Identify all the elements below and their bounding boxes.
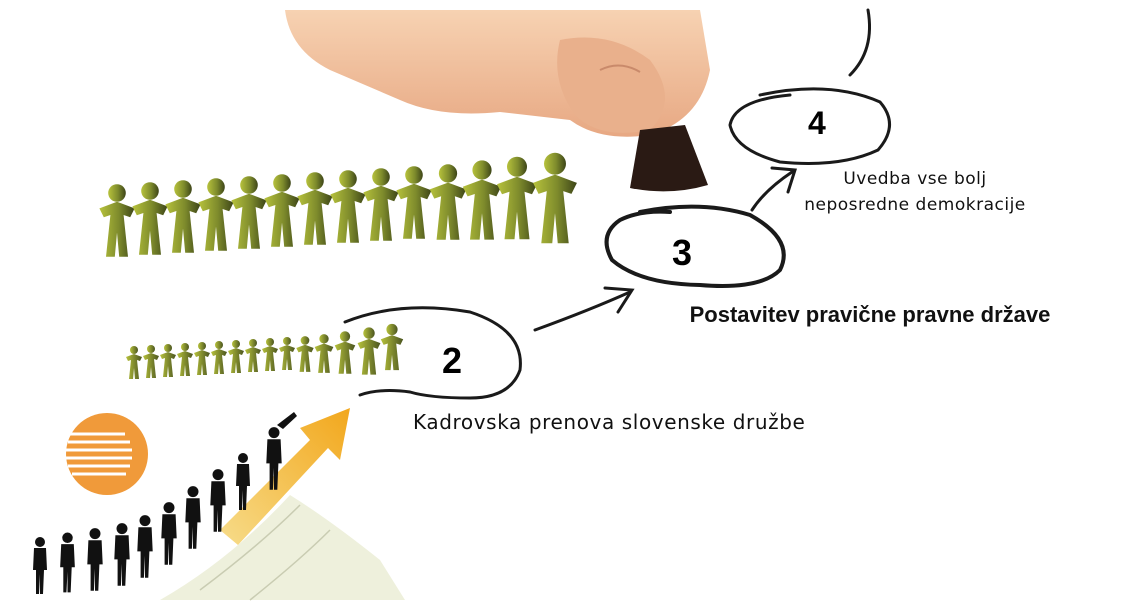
step-4-number: 4 <box>808 105 826 142</box>
step-2-label: Kadrovska prenova slovenske družbe <box>413 410 805 434</box>
hand-illustration <box>285 10 710 137</box>
step-3-circle <box>607 207 784 286</box>
arrow-3-to-4 <box>752 172 792 210</box>
people-chain-small <box>126 324 403 379</box>
pin-icon <box>630 125 708 191</box>
sun-logo-icon <box>66 413 148 495</box>
arrow-2-to-3 <box>535 292 630 330</box>
step-3-label: Postavitev pravične pravne države <box>660 300 1080 330</box>
step-2-number: 2 <box>442 340 462 382</box>
people-chain-large <box>99 153 577 257</box>
step-4-label: Uvedba vse bolj neposredne demokracije <box>790 166 1040 218</box>
connector-top <box>850 10 870 75</box>
step-3-number: 3 <box>672 232 692 274</box>
climbers-illustration <box>33 408 405 600</box>
